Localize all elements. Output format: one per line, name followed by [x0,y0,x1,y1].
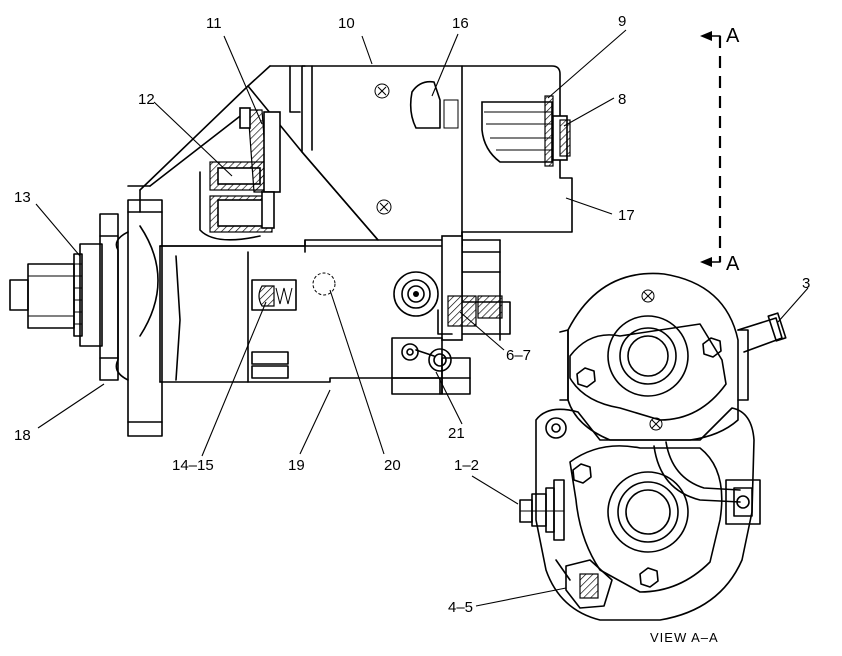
callout-labels: 10 16 9 11 12 8 13 17 3 6–7 21 18 14–15 … [14,13,810,645]
callout-14-15: 14–15 [172,457,214,474]
callout-19: 19 [288,457,305,474]
section-marker-bottom: A [726,253,740,275]
view-label: VIEW A–A [650,630,719,645]
callout-20: 20 [384,457,401,474]
pinion-shaft [9,243,103,347]
section-line-a-a [700,31,722,267]
motor-body [159,231,511,395]
lever-housing [127,85,379,247]
callout-21: 21 [448,425,465,442]
callout-10: 10 [338,15,355,32]
callout-9: 9 [618,13,626,30]
callout-17: 17 [618,207,635,224]
callout-16: 16 [452,15,469,32]
front-flange [99,199,163,437]
callout-1-2: 1–2 [454,457,479,474]
side-view [9,31,722,437]
callout-11: 11 [206,15,222,32]
callout-4-5: 4–5 [448,599,473,616]
end-view-a-a [519,272,787,621]
callout-18: 18 [14,427,31,444]
section-marker-top: A [726,25,740,47]
callout-12: 12 [138,91,155,108]
leader-lines [35,29,809,607]
hex-bolts [572,337,722,588]
callout-3: 3 [802,275,810,292]
callout-6-7: 6–7 [506,347,531,364]
solenoid-housing [247,65,573,241]
callout-8: 8 [618,91,626,108]
callout-13: 13 [14,189,31,206]
